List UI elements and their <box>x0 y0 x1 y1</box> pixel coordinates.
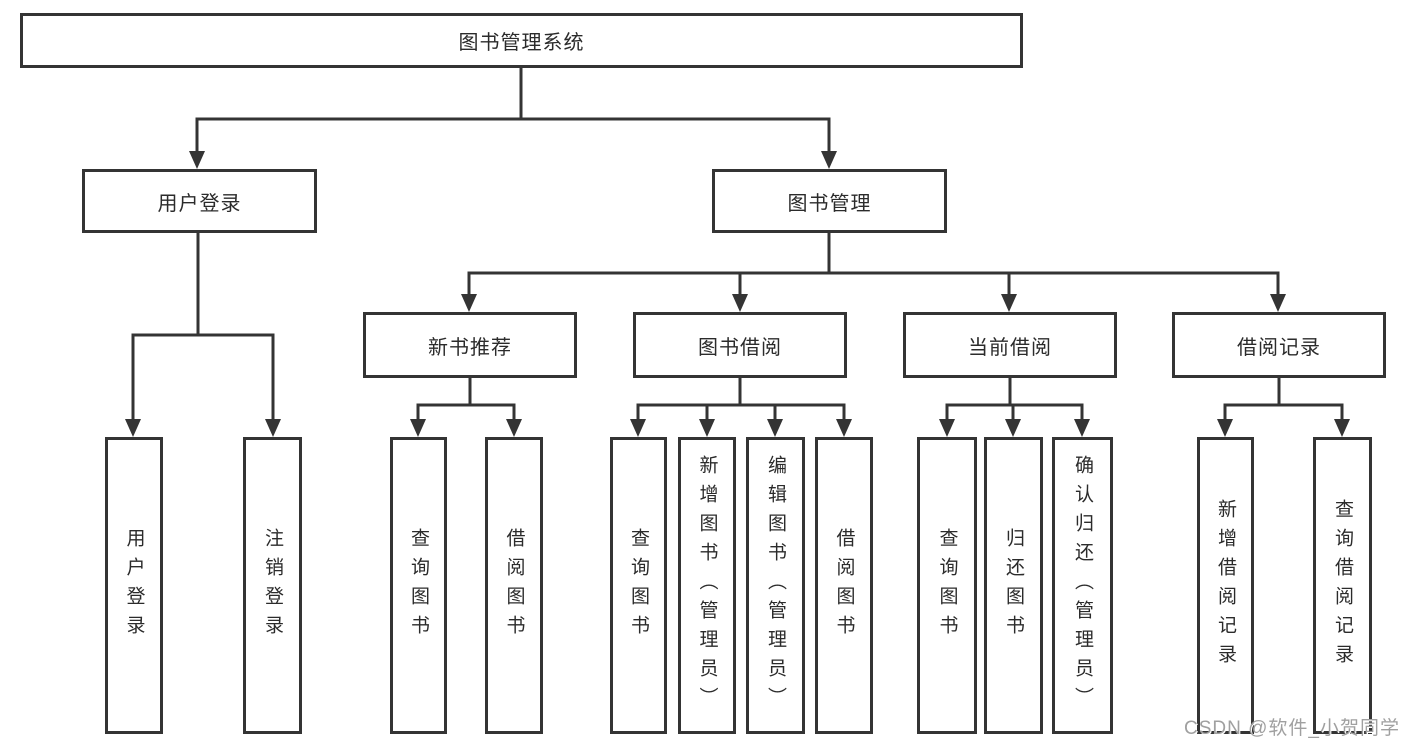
connector-book-management-arrowheads <box>461 294 1286 312</box>
leaf-borrow-books-borrowing: 借阅图书 <box>815 437 873 734</box>
leaf-edit-books-admin-label: 编辑图书（管理员） <box>765 455 786 716</box>
connector-borrowing-records-lines <box>1223 376 1344 422</box>
connector-book-management-lines <box>467 231 1280 297</box>
node-borrowing-records-label: 借阅记录 <box>1237 336 1321 359</box>
leaf-user-login-label: 用户登录 <box>123 527 145 644</box>
leaf-add-books-admin-label: 新增图书（管理员） <box>696 455 718 716</box>
node-library-management-system: 图书管理系统 <box>20 13 1023 68</box>
node-user-login-label: 用户登录 <box>157 192 242 215</box>
connector-user-login <box>125 231 281 437</box>
leaf-add-borrow-record-label: 新增借阅记录 <box>1215 498 1236 673</box>
connector-root-lines <box>195 66 831 154</box>
connector-book-borrowing-arrowheads <box>630 419 852 437</box>
node-user-login: 用户登录 <box>82 169 317 233</box>
leaf-query-books-recommend: 查询图书 <box>390 437 447 734</box>
connector-current-borrowing <box>939 376 1090 437</box>
connector-current-borrowing-arrowheads <box>939 419 1090 437</box>
csdn-watermark: CSDN @软件_小贺同学 <box>1184 718 1400 739</box>
connector-root <box>189 66 837 169</box>
leaf-add-books-admin: 新增图书（管理员） <box>678 437 736 734</box>
leaf-add-borrow-record: 新增借阅记录 <box>1197 437 1254 734</box>
node-book-management-label: 图书管理 <box>787 192 872 215</box>
node-borrowing-records: 借阅记录 <box>1172 312 1386 378</box>
leaf-edit-books-admin: 编辑图书（管理员） <box>746 437 805 734</box>
connector-new-book-recommend <box>410 376 522 437</box>
node-book-borrowing: 图书借阅 <box>633 312 847 378</box>
leaf-query-books-borrowing-label: 查询图书 <box>628 527 649 644</box>
leaf-logout-label: 注销登录 <box>262 527 283 644</box>
node-library-management-system-label: 图书管理系统 <box>458 32 585 54</box>
connector-new-book-recommend-arrowheads <box>410 419 522 437</box>
leaf-query-books-current-label: 查询图书 <box>936 527 958 644</box>
leaf-return-books-label: 归还图书 <box>1003 527 1024 644</box>
leaf-borrow-books-borrowing-label: 借阅图书 <box>833 527 855 644</box>
connector-book-borrowing <box>630 376 852 437</box>
connector-borrowing-records-arrowheads <box>1217 419 1350 437</box>
node-new-book-recommend: 新书推荐 <box>363 312 577 378</box>
leaf-query-books-current: 查询图书 <box>917 437 977 734</box>
connector-user-login-arrowheads <box>125 419 281 437</box>
leaf-borrow-books-recommend: 借阅图书 <box>485 437 543 734</box>
node-new-book-recommend-label: 新书推荐 <box>428 336 512 359</box>
connector-book-management <box>461 231 1286 312</box>
leaf-query-books-borrowing: 查询图书 <box>610 437 667 734</box>
leaf-query-books-recommend-label: 查询图书 <box>408 527 429 644</box>
connector-current-borrowing-lines <box>945 376 1084 422</box>
node-current-borrowing-label: 当前借阅 <box>968 336 1052 359</box>
connector-borrowing-records <box>1217 376 1350 437</box>
leaf-borrow-books-recommend-label: 借阅图书 <box>503 527 525 644</box>
connector-user-login-lines <box>131 231 275 422</box>
leaf-confirm-return-admin-label: 确认归还（管理员） <box>1072 455 1093 716</box>
leaf-query-borrow-record: 查询借阅记录 <box>1313 437 1372 734</box>
leaf-user-login: 用户登录 <box>105 437 163 734</box>
leaf-logout: 注销登录 <box>243 437 302 734</box>
leaf-query-borrow-record-label: 查询借阅记录 <box>1332 498 1353 673</box>
node-book-management: 图书管理 <box>712 169 947 233</box>
leaf-confirm-return-admin: 确认归还（管理员） <box>1052 437 1113 734</box>
node-book-borrowing-label: 图书借阅 <box>698 336 782 359</box>
leaf-return-books: 归还图书 <box>984 437 1043 734</box>
connector-new-book-recommend-lines <box>416 376 516 422</box>
node-current-borrowing: 当前借阅 <box>903 312 1117 378</box>
connector-root-arrowheads <box>189 151 837 169</box>
connector-book-borrowing-lines <box>636 376 846 422</box>
